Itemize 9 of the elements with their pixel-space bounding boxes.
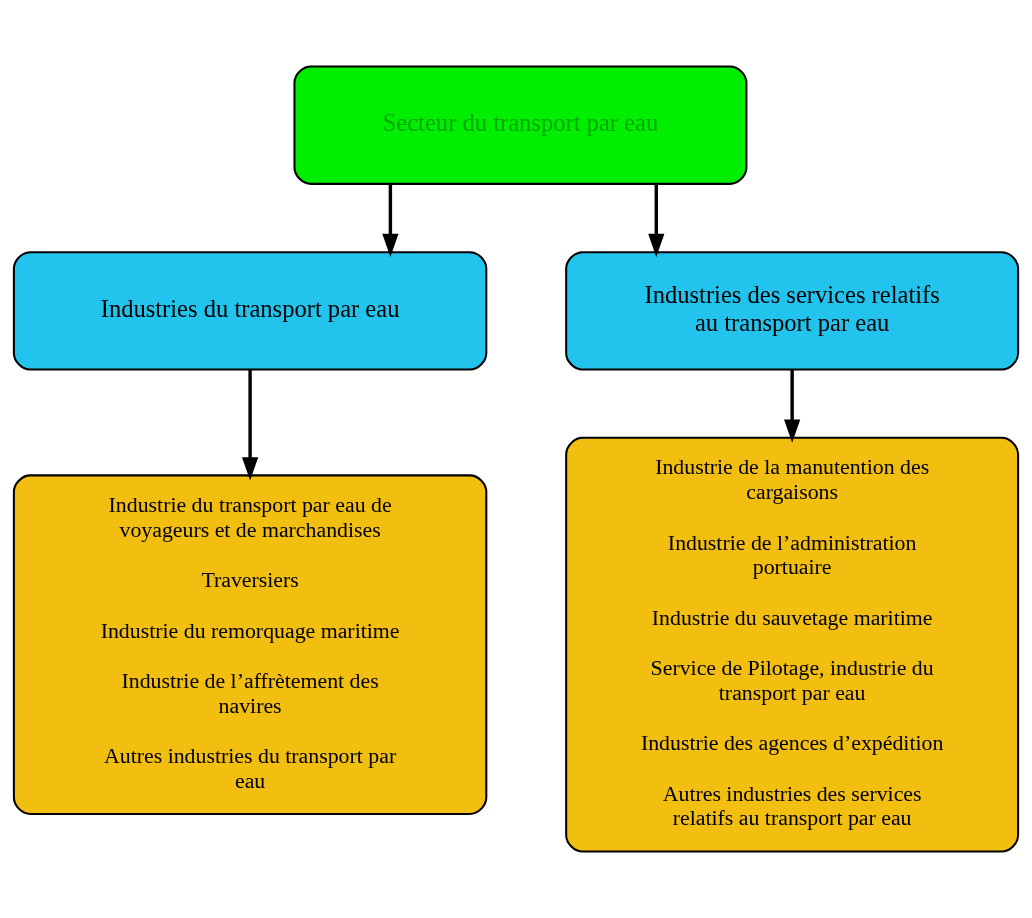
node-box: Industries des services relatifs au transport par eau [565,251,1020,371]
node-box: Industrie du transport par eau de voyageurs et de marchandises Traversiers Industrie du remorquage maritime Industrie de l’affrètement des navires Autres industries du transport par eau [12,474,488,815]
arrow [648,183,665,257]
node-box: Industrie de la manutention des cargaisons Industrie de l’administration portuaire Industrie du sauvetage maritime Service de Pilotage, industrie du transport par eau Industrie des agences d’expédition Autres industries des services relatifs au transport par eau [565,436,1020,853]
arrow [241,369,259,481]
arrow [382,183,399,257]
node-box: Industries du transport par eau [12,251,488,371]
arrow [784,369,801,443]
node-box: Secteur du transport par eau [293,65,748,185]
